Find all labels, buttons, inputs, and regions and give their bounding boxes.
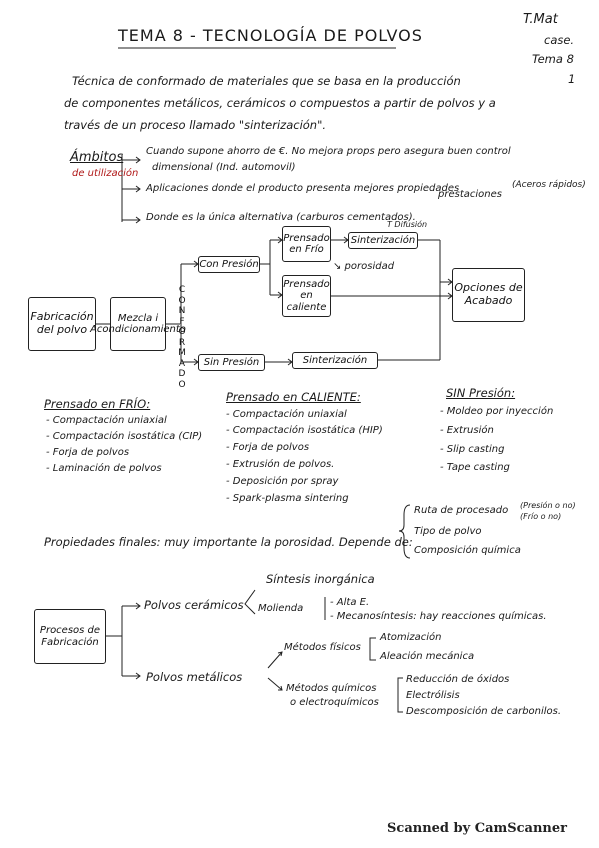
box-fabricacion-polvo: Fabricación del polvo: [28, 297, 96, 351]
list-sin-item: - Moldeo por inyección: [440, 406, 554, 417]
box-sin-presion: Sin Presión: [198, 354, 265, 371]
list-sin-item: - Tape casting: [440, 462, 510, 473]
molienda-label: Molienda: [258, 603, 304, 614]
list-caliente-item: - Extrusión de polvos.: [226, 459, 335, 470]
reduccion-oxidos-label: Reducción de óxidos: [406, 674, 510, 685]
electrolisis-label: Electrólisis: [406, 690, 460, 701]
list-frio-title: Prensado en FRÍO:: [44, 397, 151, 411]
box-con-presion: Con Presión: [198, 256, 260, 273]
mecanosintesis-label: - Mecanosíntesis: hay reacciones química…: [330, 611, 547, 622]
ambito-item-1: Cuando supone ahorro de €. No mejora pro…: [146, 146, 511, 157]
ambitos-label: Ámbitos: [70, 150, 124, 165]
box-prensado-caliente: Prensado en caliente: [282, 275, 331, 317]
corner-note-subject: T.Mat: [523, 12, 558, 27]
ambito-item-3: Donde es la única alternativa (carburos …: [146, 212, 416, 223]
list-caliente-item: - Forja de polvos: [226, 442, 310, 453]
propiedades-text: Propiedades finales: muy importante la p…: [44, 535, 413, 549]
box-sinterizacion-top: Sinterización: [348, 232, 418, 249]
intro-line-2: de componentes metálicos, cerámicos o co…: [64, 96, 496, 110]
list-sin-item: - Extrusión: [440, 425, 494, 436]
alta-energia-label: - Alta E.: [330, 597, 370, 608]
atomizacion-label: Atomización: [380, 632, 442, 643]
box-procesos-fabricacion: Procesos de Fabricación: [34, 609, 106, 664]
list-frio-item: - Compactación uniaxial: [46, 415, 167, 426]
ambitos-sublabel: de utilización: [72, 168, 139, 179]
list-caliente-item: - Compactación isostática (HIP): [226, 425, 383, 436]
box-prensado-frio: Prensado en Frío: [282, 226, 331, 262]
ambito-item-2b: prestaciones: [438, 189, 502, 200]
ambito-item-2c: (Aceros rápidos): [512, 180, 586, 190]
aleacion-mecanica-label: Aleación mecánica: [380, 651, 475, 662]
propiedades-item: Ruta de procesado: [414, 505, 509, 516]
intro-line-1: Técnica de conformado de materiales que …: [72, 74, 461, 88]
list-caliente-item: - Compactación uniaxial: [226, 409, 347, 420]
metodos-quimicos-label: Métodos químicos: [286, 683, 377, 694]
corner-note-page: 1: [568, 72, 576, 86]
box-opciones-acabado: Opciones de Acabado: [452, 268, 525, 322]
polvos-ceramicos-label: Polvos cerámicos: [144, 598, 244, 612]
list-caliente-item: - Spark-plasma sintering: [226, 493, 349, 504]
list-caliente-title: Prensado en CALIENTE:: [226, 390, 361, 404]
ambito-item-2: Aplicaciones donde el producto presenta …: [146, 183, 460, 194]
list-caliente-item: - Deposición por spray: [226, 476, 339, 487]
list-sin-item: - Slip casting: [440, 444, 505, 455]
ambito-item-1b: dimensional (Ind. automovil): [152, 162, 296, 173]
propiedades-item: Composición química: [414, 545, 521, 556]
intro-line-3: través de un proceso llamado "sinterizac…: [64, 118, 327, 132]
page-title: TEMA 8 - TECNOLOGÍA DE POLVOS: [118, 26, 423, 45]
list-frio-item: - Laminación de polvos: [46, 463, 162, 474]
scanner-watermark: Scanned by CamScanner: [387, 821, 567, 836]
descomposicion-carbonilos-label: Descomposición de carbonilos.: [406, 706, 562, 717]
propiedades-note: (Presión o no) (Frío o no): [520, 501, 576, 521]
metodos-fisicos-label: Métodos físicos: [284, 642, 361, 653]
corner-note-tema: Tema 8: [532, 52, 574, 66]
metodos-electroquimicos-label: o electroquímicos: [290, 697, 379, 708]
list-sin-title: SIN Presión:: [446, 386, 516, 400]
box-sinterizacion-bottom: Sinterización: [292, 352, 378, 369]
porosidad-note: ↘ porosidad: [333, 261, 395, 272]
corner-note-case: case.: [544, 33, 575, 47]
sintesis-inorganica-label: Síntesis inorgánica: [266, 572, 375, 586]
t-difusion-note: T Difusión: [387, 220, 428, 229]
box-mezcla: Mezcla i Acondicionamiento: [90, 297, 186, 351]
list-frio-item: - Compactación isostática (CIP): [46, 431, 203, 442]
list-frio-item: - Forja de polvos: [46, 447, 130, 458]
polvos-metalicos-label: Polvos metálicos: [146, 670, 243, 684]
propiedades-item: Tipo de polvo: [414, 526, 482, 537]
